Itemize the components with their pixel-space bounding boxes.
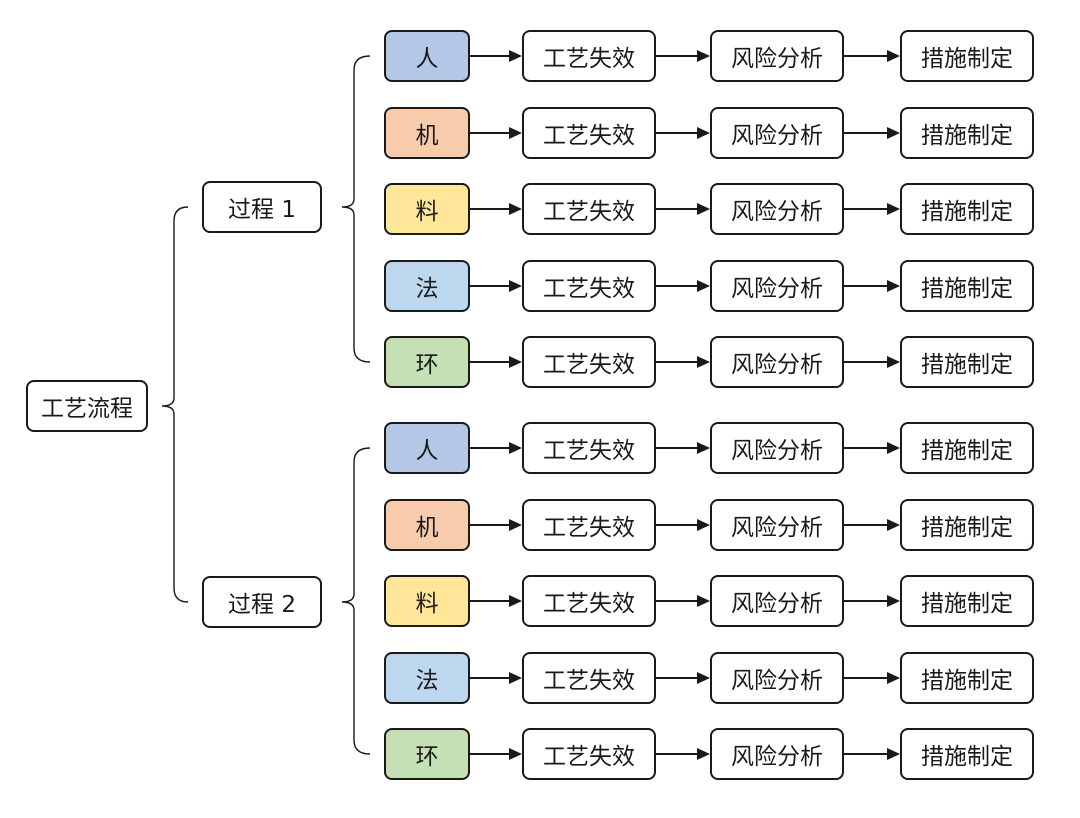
risk-analysis-node: 风险分析: [710, 260, 844, 312]
arrow-head: [509, 595, 522, 607]
arrow-head: [887, 672, 900, 684]
measure-node: 措施制定: [900, 422, 1034, 474]
arrow-head: [509, 50, 522, 62]
arrow-head: [887, 127, 900, 139]
arrow-head: [697, 672, 710, 684]
arrow-head: [697, 442, 710, 454]
risk-analysis-node: 风险分析: [710, 652, 844, 704]
arrow-head: [509, 442, 522, 454]
arrow-head: [697, 127, 710, 139]
factor-node: 法: [384, 260, 470, 312]
arrow-head: [887, 519, 900, 531]
failure-step-node: 工艺失效: [522, 652, 656, 704]
arrow-head: [887, 356, 900, 368]
arrow-head: [697, 50, 710, 62]
failure-step-node: 工艺失效: [522, 336, 656, 388]
arrow-head: [697, 280, 710, 292]
root-bracket: [161, 206, 189, 603]
risk-analysis-node: 风险分析: [710, 183, 844, 235]
factor-node: 料: [384, 183, 470, 235]
measure-node: 措施制定: [900, 575, 1034, 627]
failure-step-node: 工艺失效: [522, 422, 656, 474]
factor-node: 料: [384, 575, 470, 627]
failure-step-node: 工艺失效: [522, 183, 656, 235]
risk-analysis-node: 风险分析: [710, 728, 844, 780]
process-node: 过程 2: [202, 576, 322, 628]
measure-node: 措施制定: [900, 336, 1034, 388]
factor-node: 机: [384, 107, 470, 159]
arrow-head: [697, 748, 710, 760]
failure-step-node: 工艺失效: [522, 499, 656, 551]
failure-step-node: 工艺失效: [522, 30, 656, 82]
factor-node: 人: [384, 422, 470, 474]
arrow-head: [697, 519, 710, 531]
arrow-head: [509, 748, 522, 760]
factor-node: 环: [384, 728, 470, 780]
arrow-head: [697, 203, 710, 215]
root-node: 工艺流程: [26, 380, 148, 432]
arrow-head: [509, 127, 522, 139]
process-node: 过程 1: [202, 181, 322, 233]
factor-node: 机: [384, 499, 470, 551]
arrow-head: [509, 280, 522, 292]
measure-node: 措施制定: [900, 107, 1034, 159]
process-bracket: [341, 447, 371, 755]
arrow-head: [509, 203, 522, 215]
measure-node: 措施制定: [900, 260, 1034, 312]
failure-step-node: 工艺失效: [522, 260, 656, 312]
arrow-head: [887, 442, 900, 454]
arrow-head: [697, 595, 710, 607]
risk-analysis-node: 风险分析: [710, 499, 844, 551]
risk-analysis-node: 风险分析: [710, 30, 844, 82]
measure-node: 措施制定: [900, 499, 1034, 551]
arrow-head: [697, 356, 710, 368]
risk-analysis-node: 风险分析: [710, 336, 844, 388]
arrow-head: [887, 203, 900, 215]
arrow-head: [887, 748, 900, 760]
failure-step-node: 工艺失效: [522, 728, 656, 780]
risk-analysis-node: 风险分析: [710, 107, 844, 159]
measure-node: 措施制定: [900, 183, 1034, 235]
measure-node: 措施制定: [900, 728, 1034, 780]
arrow-head: [509, 356, 522, 368]
measure-node: 措施制定: [900, 652, 1034, 704]
arrow-head: [509, 672, 522, 684]
factor-node: 法: [384, 652, 470, 704]
risk-analysis-node: 风险分析: [710, 422, 844, 474]
arrow-head: [887, 280, 900, 292]
factor-node: 人: [384, 30, 470, 82]
process-bracket: [341, 55, 371, 363]
failure-step-node: 工艺失效: [522, 575, 656, 627]
failure-step-node: 工艺失效: [522, 107, 656, 159]
arrow-head: [887, 50, 900, 62]
risk-analysis-node: 风险分析: [710, 575, 844, 627]
arrow-head: [509, 519, 522, 531]
measure-node: 措施制定: [900, 30, 1034, 82]
factor-node: 环: [384, 336, 470, 388]
arrow-head: [887, 595, 900, 607]
